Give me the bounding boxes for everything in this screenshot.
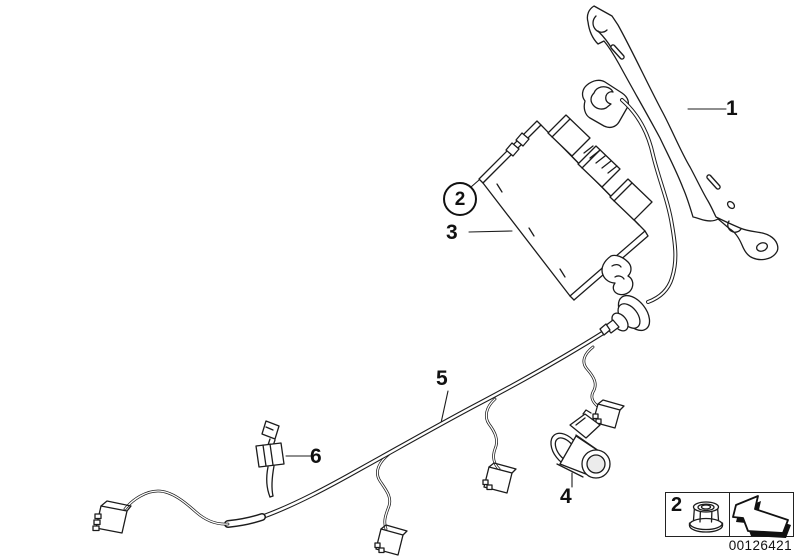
callout-6-cable-tie[interactable]: 6: [310, 445, 322, 468]
direction-arrow-icon: [732, 495, 791, 538]
legend-item-2[interactable]: 2: [666, 493, 730, 536]
callout-1-bracket[interactable]: 1: [726, 97, 738, 120]
wiring-harness-main-line: [123, 328, 609, 528]
legend-item-number: 2: [671, 494, 683, 516]
branch-connector-2: [482, 462, 517, 494]
module-cable: [620, 98, 678, 304]
control-module: [478, 79, 653, 301]
drawing-number: 00126421: [728, 538, 792, 553]
harness-grommet: [599, 294, 651, 336]
legend-box: 2: [665, 492, 794, 538]
branch-connector-1: [374, 524, 408, 556]
cable-tie: [255, 420, 285, 498]
flange-nut-icon: [688, 501, 724, 533]
pdc-sensor: [550, 409, 611, 479]
callout-3-control-module[interactable]: 3: [446, 221, 458, 244]
harness-end-connector: [92, 500, 132, 534]
bracket: [586, 5, 779, 261]
callout-4-sensor[interactable]: 4: [560, 485, 572, 508]
callout-5-harness[interactable]: 5: [436, 367, 448, 390]
harness-branch-wires: [376, 345, 602, 531]
callout-2-nut[interactable]: 2: [443, 182, 477, 216]
legend-nav-arrow[interactable]: [730, 493, 793, 538]
branch-connector-3: [592, 399, 625, 429]
